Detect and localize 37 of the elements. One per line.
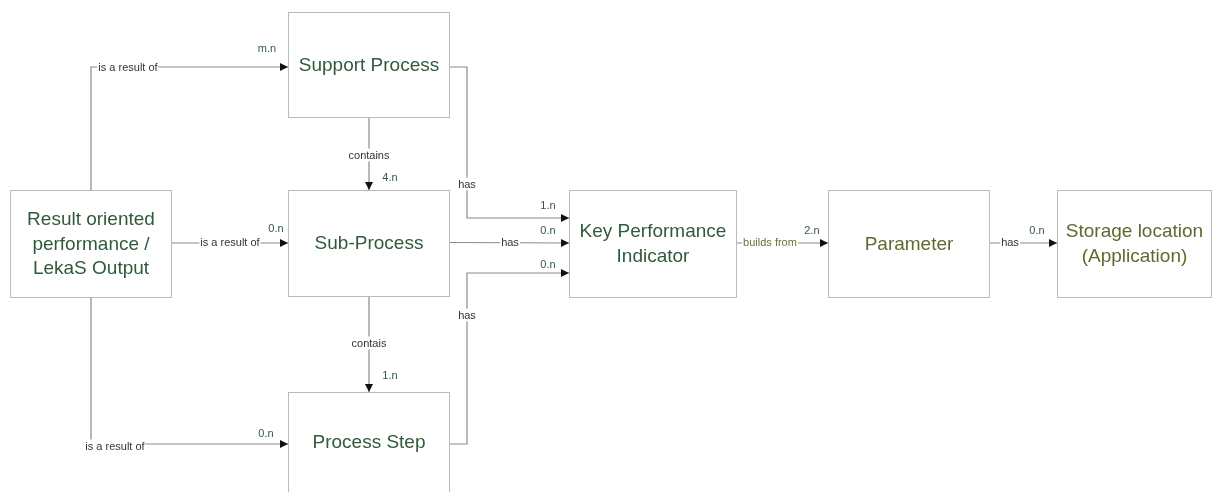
multiplicity-label: 4.n bbox=[382, 170, 398, 184]
entity-box bbox=[288, 12, 450, 118]
edge-label: is a result of bbox=[97, 60, 159, 74]
entity-name: Parameter bbox=[863, 231, 955, 256]
entity-box bbox=[288, 392, 450, 492]
entity-box bbox=[288, 190, 450, 297]
edge-label: has bbox=[1000, 235, 1020, 249]
edge-label: is a result of bbox=[199, 235, 261, 249]
entity-name: Sub-Process bbox=[313, 231, 425, 256]
entity-name: Process Step bbox=[311, 430, 427, 455]
arrow bbox=[989, 239, 1058, 247]
entity-box bbox=[1057, 190, 1212, 298]
multiplicity-label: 1.n bbox=[540, 198, 556, 212]
multiplicity-label: 0.n bbox=[268, 221, 284, 235]
entity-box bbox=[828, 190, 990, 298]
entity-name: Support Process bbox=[297, 52, 441, 77]
edge-label: has bbox=[500, 235, 520, 249]
multiplicity-label: 0.n bbox=[1029, 223, 1045, 237]
edge-label: has bbox=[457, 308, 477, 322]
entity-box bbox=[569, 190, 737, 298]
edge-label: contains bbox=[347, 148, 391, 162]
entity-box bbox=[10, 190, 172, 298]
entity-name: Result oriented performance / LekaS Output bbox=[26, 206, 156, 281]
edge-label: contais bbox=[350, 336, 388, 350]
multiplicity-label: 1.n bbox=[382, 368, 398, 382]
entity-name: Storage location (Application) bbox=[1064, 219, 1205, 268]
arrow bbox=[449, 269, 570, 445]
arrow bbox=[449, 66, 570, 222]
multiplicity-label: 0.n bbox=[540, 257, 556, 271]
multiplicity-label: m.n bbox=[257, 41, 277, 55]
entity-name: Key Performance Indicator bbox=[578, 219, 728, 268]
multiplicity-label: 0.n bbox=[258, 426, 274, 440]
edge-label: is a result of bbox=[84, 439, 146, 453]
edge-label: has bbox=[457, 177, 477, 191]
multiplicity-label: 2.n bbox=[804, 223, 820, 237]
edge-label: builds from bbox=[742, 235, 798, 249]
multiplicity-label: 0.n bbox=[540, 223, 556, 237]
